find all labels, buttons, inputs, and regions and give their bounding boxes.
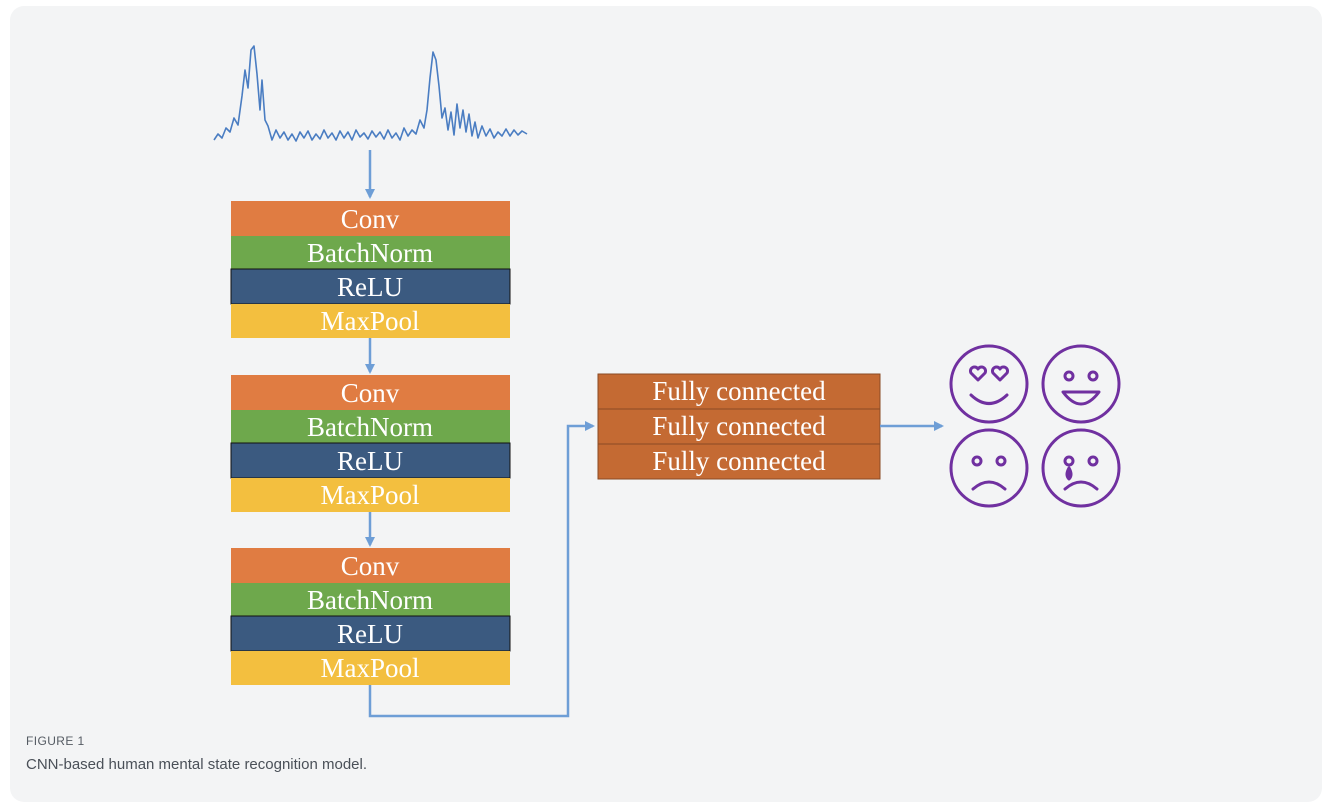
fully-connected-layer bbox=[597, 408, 881, 445]
fully-connected-layer bbox=[597, 443, 881, 480]
fully-connected-label: Fully connected bbox=[652, 411, 826, 441]
conv-block-2: Conv BatchNorm ReLU MaxPool bbox=[230, 375, 511, 512]
layer-label: Conv bbox=[341, 378, 400, 408]
batchnorm-layer bbox=[231, 410, 510, 443]
layer-label: MaxPool bbox=[320, 480, 419, 510]
relu-layer bbox=[230, 442, 511, 479]
fully-connected-stack: Fully connected Fully connected Fully co… bbox=[597, 373, 881, 480]
sad-face-icon bbox=[949, 428, 1029, 508]
layer-label: BatchNorm bbox=[307, 585, 433, 615]
relu-layer bbox=[230, 268, 511, 305]
maxpool-layer bbox=[231, 304, 510, 338]
conv-block-1: Conv BatchNorm ReLU MaxPool bbox=[230, 201, 511, 338]
conv-layer bbox=[231, 375, 510, 410]
layer-label: Conv bbox=[341, 551, 400, 581]
figure-caption: CNN-based human mental state recognition… bbox=[26, 756, 368, 773]
arrow-block-3-to-fully-connected bbox=[368, 421, 595, 718]
layer-label: BatchNorm bbox=[307, 412, 433, 442]
output-faces bbox=[949, 344, 1121, 508]
grinning-face-icon bbox=[1041, 344, 1121, 424]
layer-label: MaxPool bbox=[320, 653, 419, 683]
fully-connected-label: Fully connected bbox=[652, 446, 826, 476]
batchnorm-layer bbox=[231, 236, 510, 269]
layer-label: ReLU bbox=[337, 272, 403, 302]
layer-label: Conv bbox=[341, 204, 400, 234]
relu-layer bbox=[230, 615, 511, 652]
layer-label: BatchNorm bbox=[307, 238, 433, 268]
conv-block-3: Conv BatchNorm ReLU MaxPool bbox=[230, 548, 511, 685]
fully-connected-layer bbox=[597, 373, 881, 410]
conv-layer bbox=[231, 201, 510, 236]
batchnorm-layer bbox=[231, 583, 510, 616]
layer-label: ReLU bbox=[337, 619, 403, 649]
input-signal-waveform bbox=[213, 45, 528, 142]
crying-face-icon bbox=[1041, 428, 1121, 508]
layer-label: ReLU bbox=[337, 446, 403, 476]
layer-label: MaxPool bbox=[320, 306, 419, 336]
heart-eyes-face-icon bbox=[949, 344, 1029, 424]
maxpool-layer bbox=[231, 651, 510, 685]
conv-layer bbox=[231, 548, 510, 583]
maxpool-layer bbox=[231, 478, 510, 512]
figure-label: FIGURE 1 bbox=[26, 734, 85, 748]
fully-connected-label: Fully connected bbox=[652, 376, 826, 406]
